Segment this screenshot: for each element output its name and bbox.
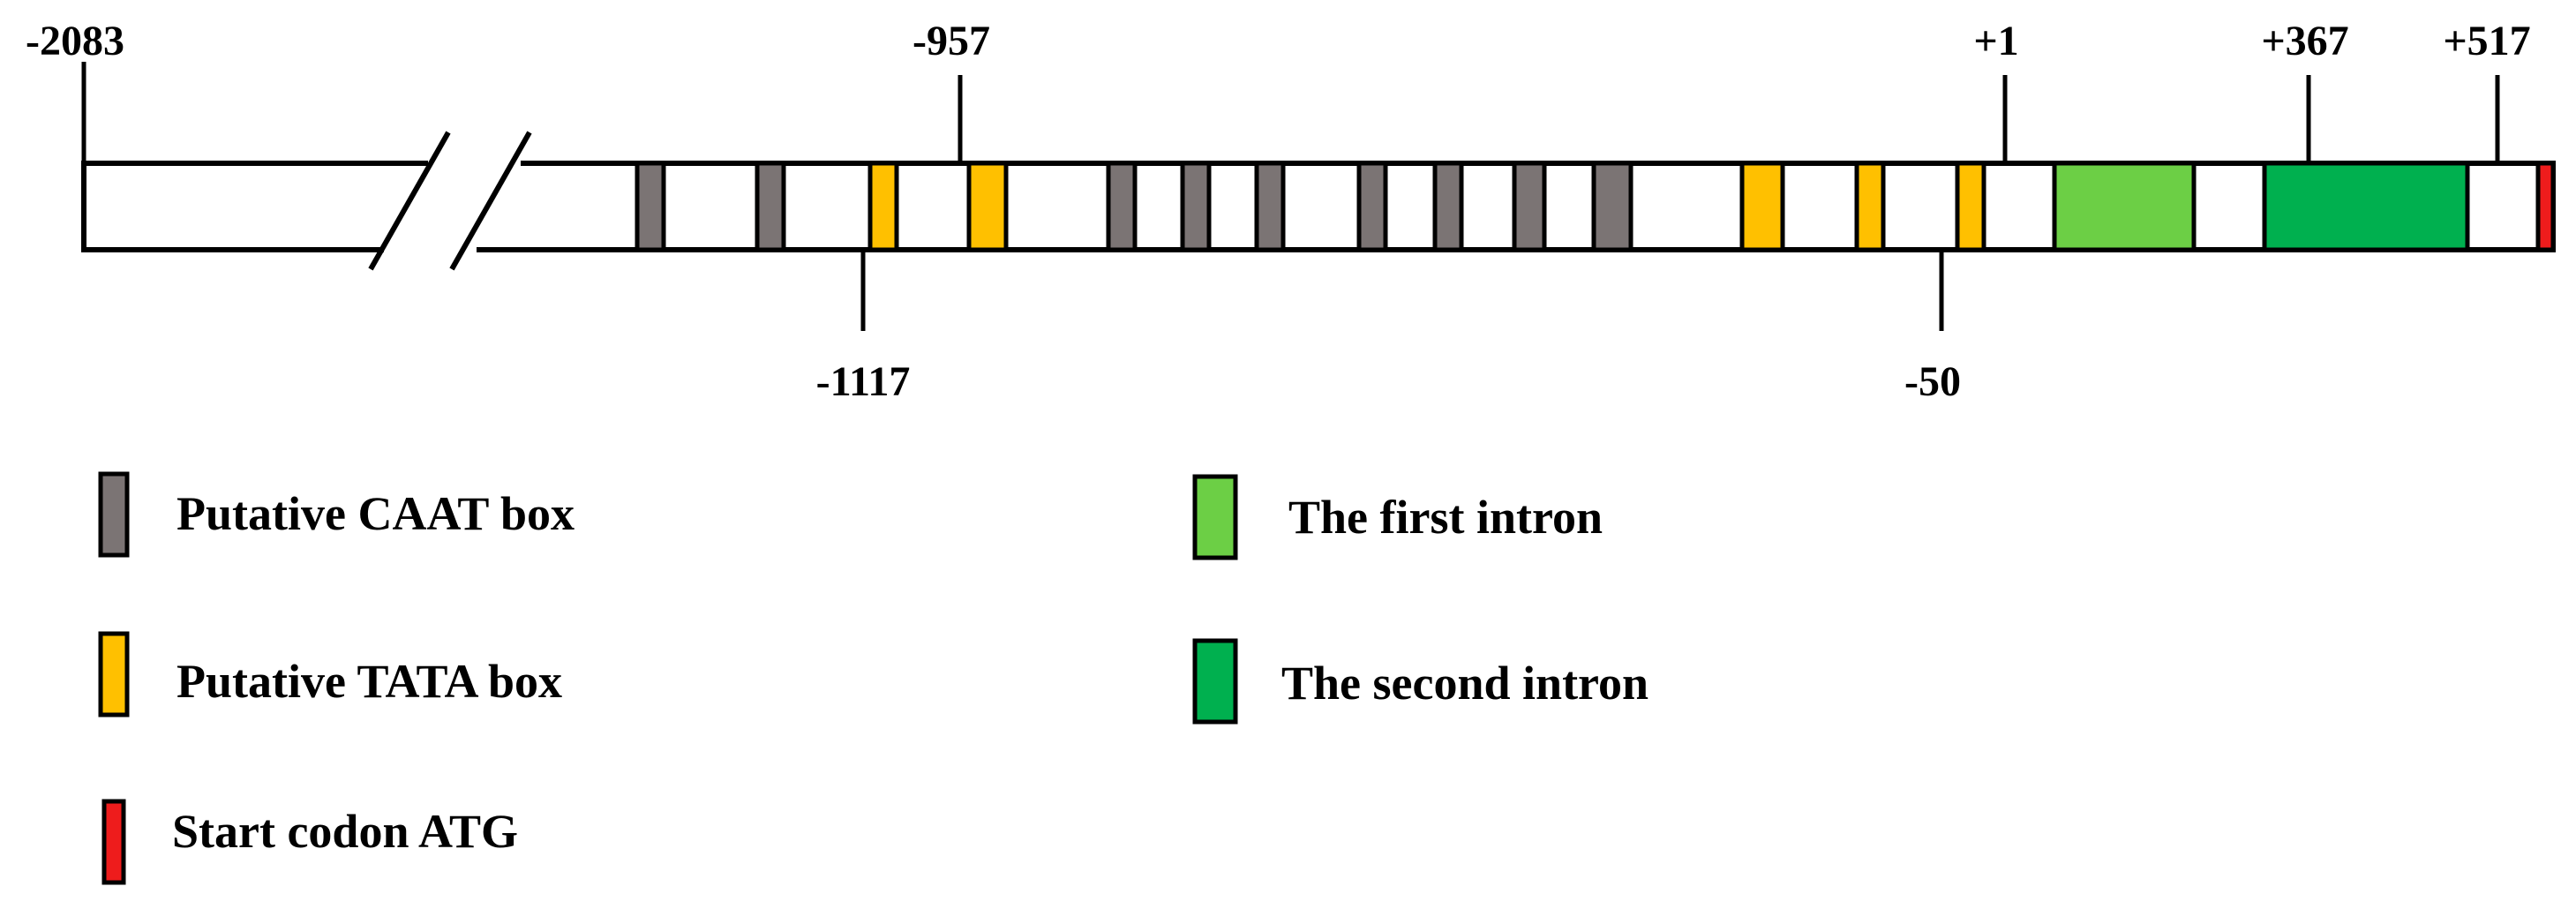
- legend: Putative CAAT box Putative TATA box Star…: [98, 471, 1648, 885]
- legend-label-start-codon: Start codon ATG: [172, 805, 518, 858]
- axis-break-left-slash: [368, 131, 451, 271]
- caat-box: [1180, 161, 1212, 252]
- caat-box: [1356, 161, 1388, 252]
- tata-box: [1739, 161, 1785, 252]
- legend-item-second-intron: The second intron: [1192, 638, 1648, 725]
- position-label: -957: [912, 18, 990, 64]
- caat-boxes: [635, 161, 1633, 252]
- start-codon-block: [2535, 161, 2556, 252]
- second-intron-block: [2262, 161, 2470, 252]
- tata-boxes: [867, 161, 1986, 252]
- legend-item-first-intron: The first intron: [1192, 474, 1603, 560]
- caat-box: [1432, 161, 1464, 252]
- legend-label-second-intron: The second intron: [1281, 657, 1648, 710]
- legend-swatch-caat: [98, 471, 130, 558]
- legend-swatch-tata: [98, 631, 130, 717]
- position-label: -1117: [816, 358, 911, 405]
- position-label: +1: [1973, 18, 2018, 64]
- legend-label-tata: Putative TATA box: [176, 655, 562, 708]
- legend-swatch-second-intron: [1192, 638, 1238, 725]
- tata-box: [966, 161, 1009, 252]
- caat-box: [1254, 161, 1286, 252]
- caat-box: [1512, 161, 1547, 252]
- tata-box: [867, 161, 899, 252]
- caat-box: [1591, 161, 1633, 252]
- gene-features: [2052, 161, 2556, 252]
- position-label: -2083: [26, 18, 124, 64]
- legend-label-caat: Putative CAAT box: [176, 487, 575, 540]
- tata-box: [1955, 161, 1986, 252]
- legend-item-tata: Putative TATA box: [98, 631, 562, 717]
- legend-label-first-intron: The first intron: [1288, 491, 1603, 544]
- legend-item-caat: Putative CAAT box: [98, 471, 575, 558]
- caat-box: [1106, 161, 1138, 252]
- first-intron-block: [2052, 161, 2197, 252]
- legend-swatch-start-codon: [101, 799, 126, 885]
- caat-box: [755, 161, 786, 252]
- legend-item-start-codon: Start codon ATG: [101, 799, 518, 885]
- position-label: +517: [2443, 18, 2530, 64]
- position-label: +367: [2261, 18, 2348, 64]
- legend-swatch-first-intron: [1192, 474, 1238, 560]
- axis-break-right-slash: [449, 131, 532, 271]
- sequence-bar-left-segment: [81, 161, 428, 252]
- position-label: -50: [1904, 358, 1961, 405]
- caat-box: [635, 161, 666, 252]
- position-ticks: [81, 62, 2500, 331]
- position-labels: -2083 -957 +1 +367 +517 -1117 -50: [26, 18, 2531, 405]
- tata-box: [1854, 161, 1886, 252]
